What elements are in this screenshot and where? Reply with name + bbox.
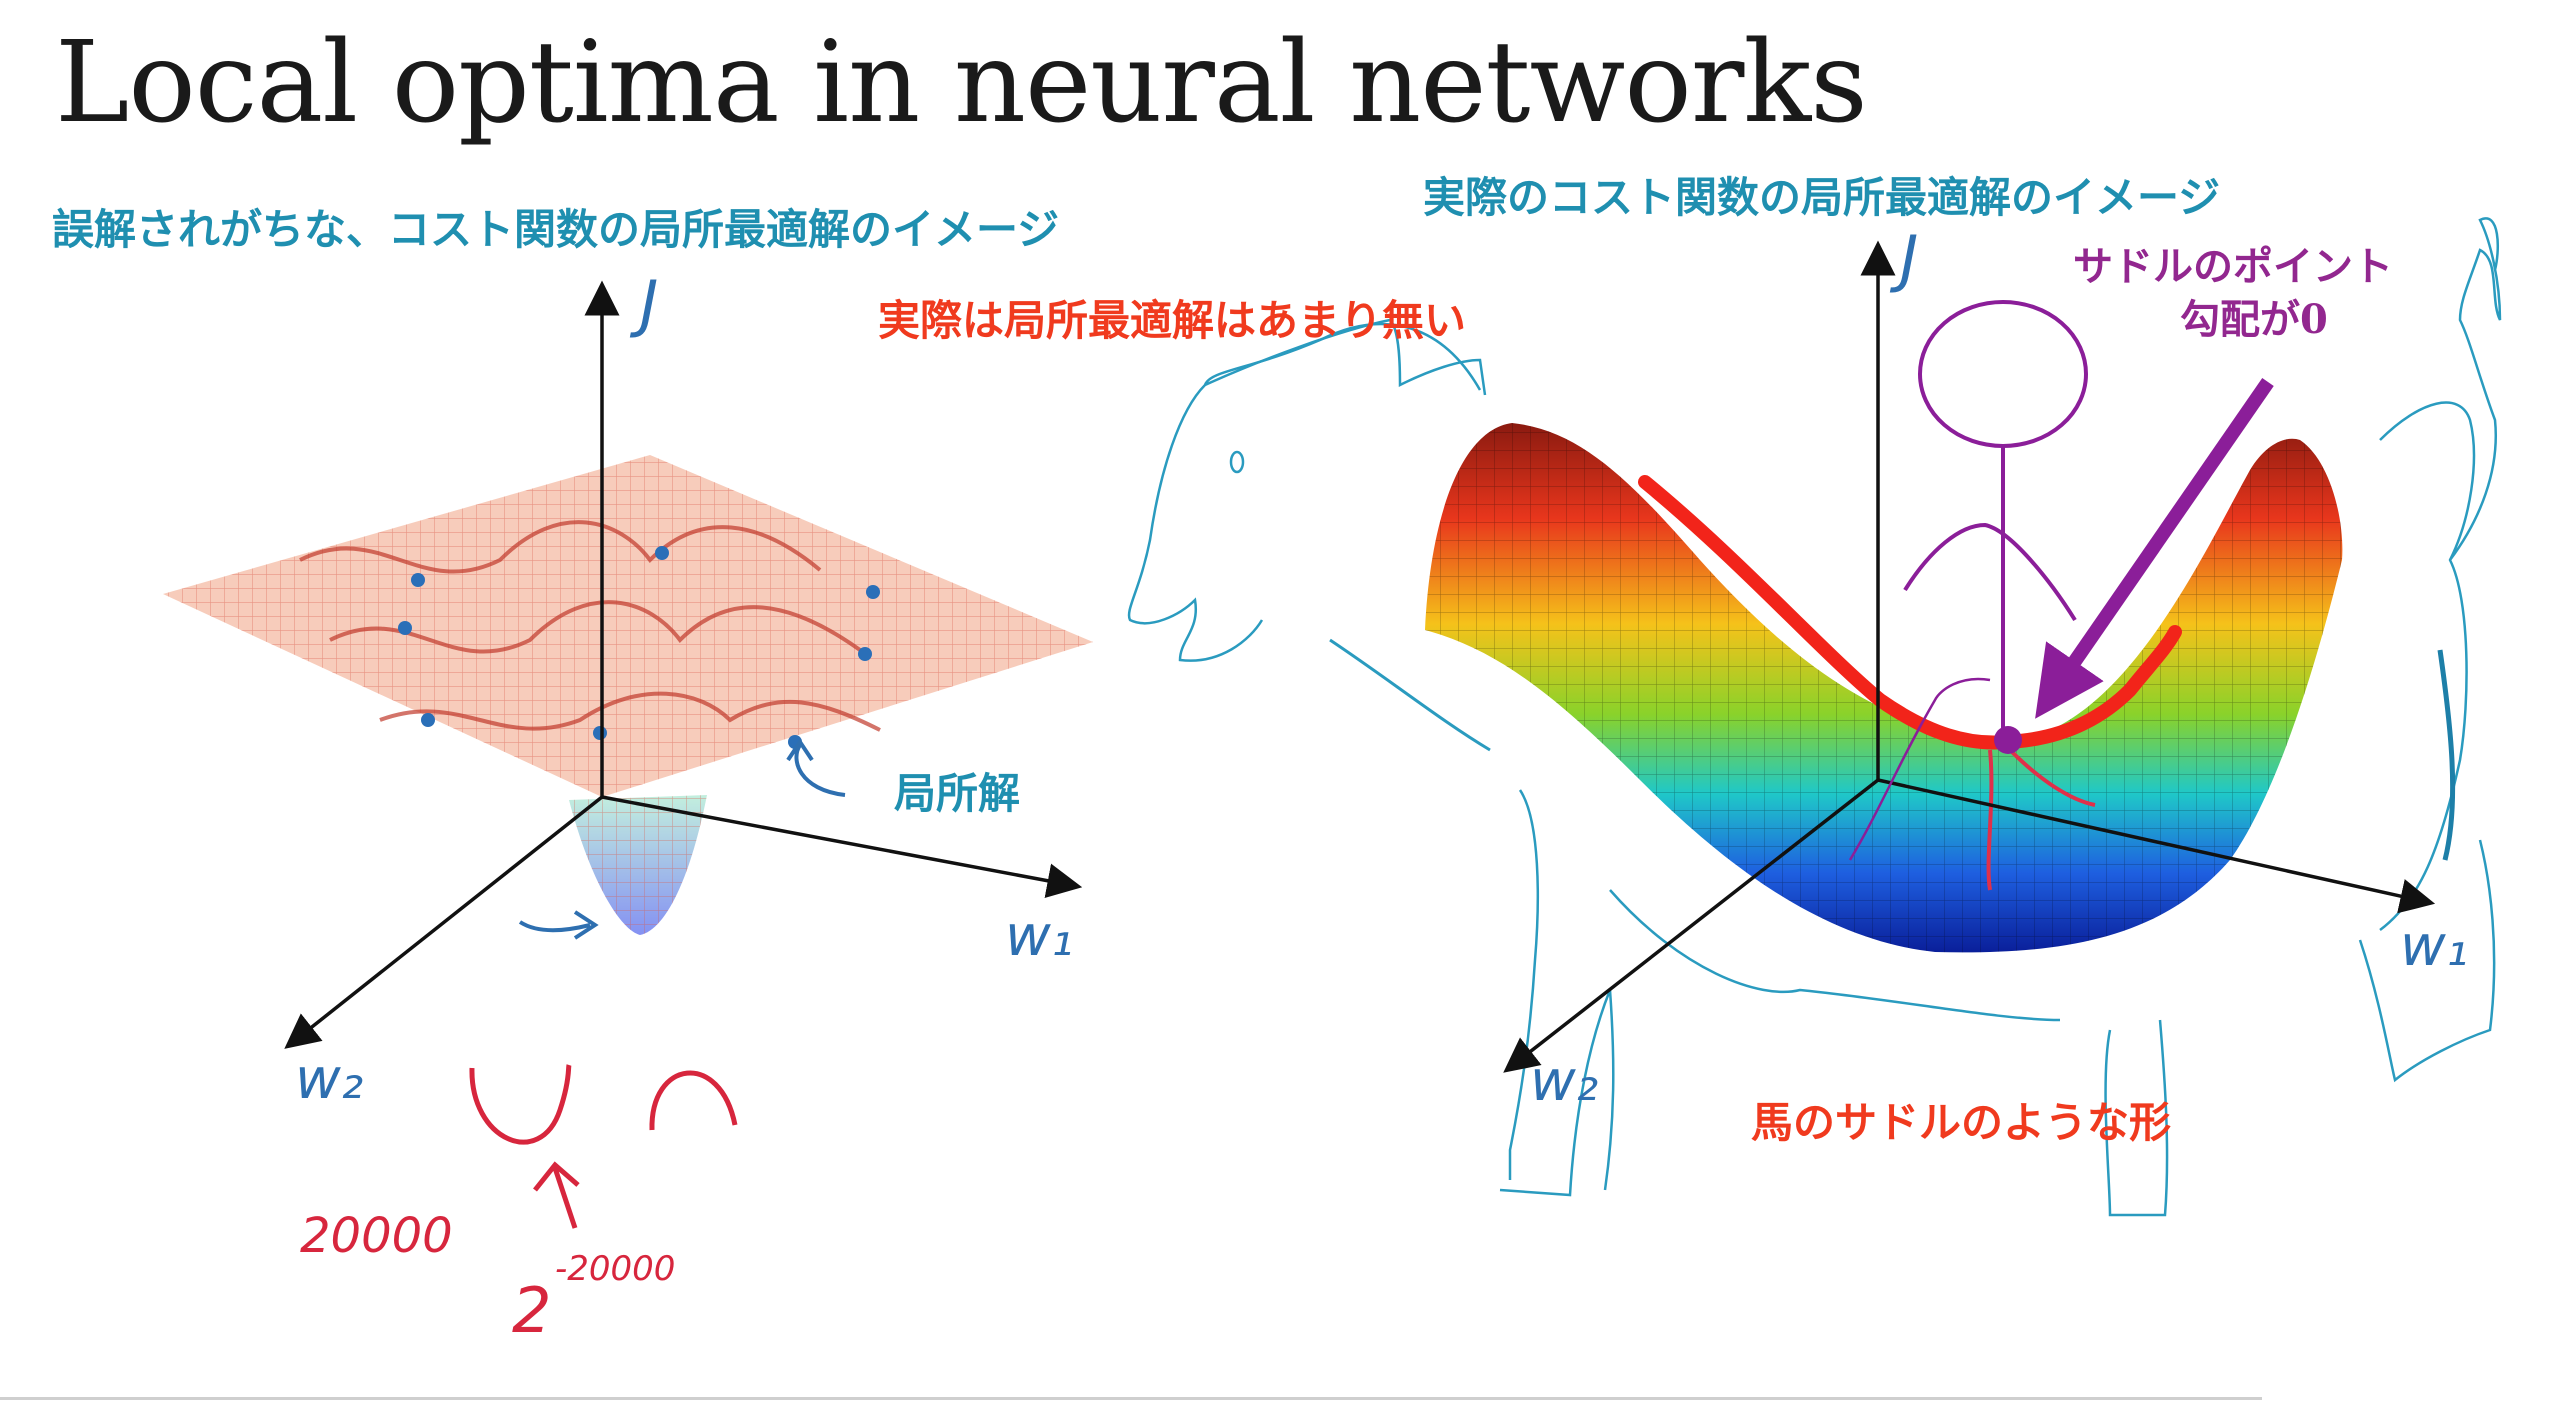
left-w2-label: w₂ [295, 1047, 363, 1112]
right-w2-axis [1503, 778, 1880, 1073]
horse-back [2379, 401, 2476, 931]
horse-tail [2448, 217, 2502, 561]
local-min-arrow-icon [786, 738, 846, 797]
concave-curve-icon [649, 1070, 738, 1131]
global-min-arrow-icon [518, 910, 599, 940]
right-axes [1503, 240, 2436, 1073]
bottom-divider [0, 1397, 2262, 1400]
left-w1-label: w₁ [1005, 904, 1073, 969]
convex-curve-icon [469, 1064, 572, 1145]
stick-figure-arms [1903, 522, 2077, 622]
right-w2-label: w₂ [1530, 1049, 1598, 1114]
horse-neck [1329, 638, 1491, 752]
surface-mesh [163, 455, 1093, 797]
saddle-surface [1425, 423, 2343, 953]
handwritten-20000: 20000 [300, 1208, 453, 1264]
right-j-label: J [1889, 222, 1918, 295]
horse-hind-leg [2358, 839, 2496, 1083]
saddle-ridge-highlight [1638, 475, 2182, 750]
handwritten-exponent: -20000 [555, 1249, 675, 1289]
left-w2-axis [284, 795, 604, 1049]
horse-belly [1609, 889, 2061, 1022]
surface-ridge [299, 520, 822, 574]
local-solution-label: 局所解 [894, 769, 1021, 818]
horse-eye [1229, 450, 1245, 474]
stick-figure-leg [1848, 677, 1991, 861]
local-optima-surface [163, 455, 1093, 935]
left-axes [284, 280, 1083, 1049]
saddle-point-dot [1994, 726, 2022, 754]
right-w1-axis [1877, 778, 2436, 914]
slide-title: Local optima in neural networks [55, 18, 1868, 148]
rider-legs [1986, 748, 2096, 891]
stick-figure [1848, 300, 2088, 861]
stick-figure-head [1918, 300, 2088, 448]
note-few-local-optima: 実際は局所最適解はあまり無い [878, 296, 1467, 345]
up-arrow-icon [533, 1161, 580, 1229]
left-j-label: J [629, 267, 658, 340]
gradient-zero-label: 勾配が0 [2180, 296, 2328, 343]
well-mesh [569, 795, 707, 935]
saddle-point-label: サドルのポイント [2073, 243, 2393, 290]
surface-ridge [379, 691, 881, 732]
horse-mane [1204, 318, 1487, 396]
right-subtitle: 実際のコスト関数の局所最適解のイメージ [1423, 173, 2221, 222]
left-subtitle: 誤解されがちな、コスト関数の局所最適解のイメージ [52, 205, 1060, 254]
handwritten-base: 2 [512, 1274, 551, 1347]
saddle-mesh [1425, 423, 2343, 953]
horse-chest [1508, 789, 1540, 1180]
horse-back-leg [2104, 1019, 2169, 1217]
horse-saddle-caption: 馬のサドルのような形 [1751, 1098, 2172, 1147]
horse-stroke [2437, 649, 2456, 861]
right-w1-label: w₁ [2400, 914, 2468, 979]
left-w1-axis [601, 795, 1083, 898]
local-minima-dots [398, 546, 880, 749]
saddle-point-arrow [2035, 378, 2274, 719]
surface-ridge [329, 600, 862, 654]
